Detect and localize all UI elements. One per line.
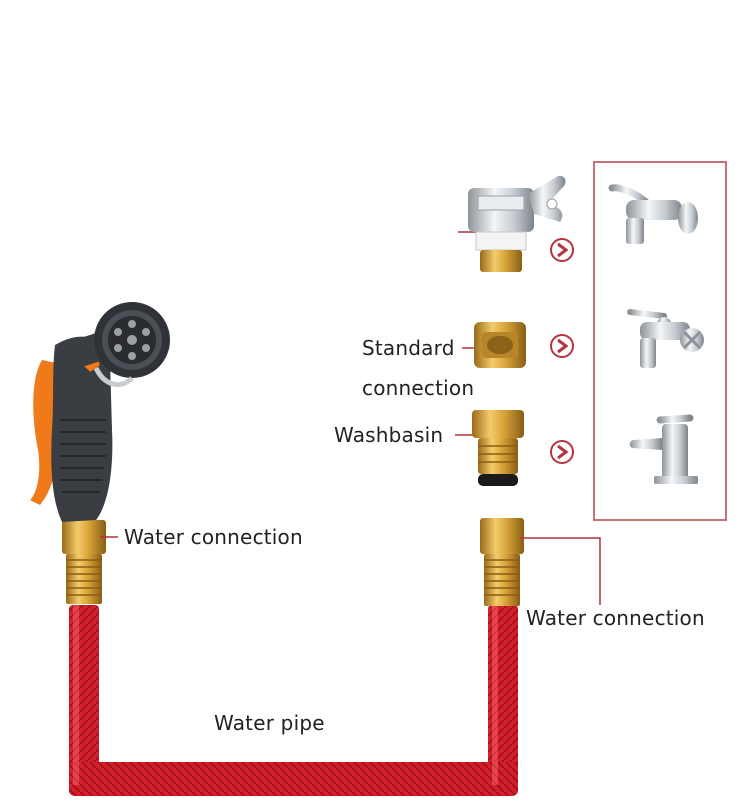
left-brass-connector xyxy=(62,520,106,604)
water-connection-label-left: Water connection xyxy=(124,525,303,549)
standard-label-line2: connection xyxy=(362,376,475,400)
standard-connector-icon xyxy=(474,322,526,368)
basin-mixer-icon xyxy=(629,414,698,484)
standard-label-line1: Standard xyxy=(362,336,455,360)
arrow-3 xyxy=(550,440,574,464)
arrow-2 xyxy=(550,334,574,358)
leader-lines xyxy=(100,231,601,605)
water-connection-label-right: Water connection xyxy=(526,606,705,630)
wall-tap-icon xyxy=(608,184,698,244)
right-brass-connector xyxy=(480,518,524,606)
spray-nozzle-icon xyxy=(30,302,170,522)
water-pipe-label: Water pipe xyxy=(214,711,325,735)
hose-pipe xyxy=(69,605,518,796)
washing-machine-tap-icon xyxy=(627,309,704,368)
washbasin-label: Washbasin xyxy=(334,423,444,447)
arrow-1 xyxy=(550,238,574,262)
tap-panel xyxy=(593,161,727,521)
washbasin-connector-icon xyxy=(472,410,524,486)
tap-adapter-icon xyxy=(468,175,566,272)
